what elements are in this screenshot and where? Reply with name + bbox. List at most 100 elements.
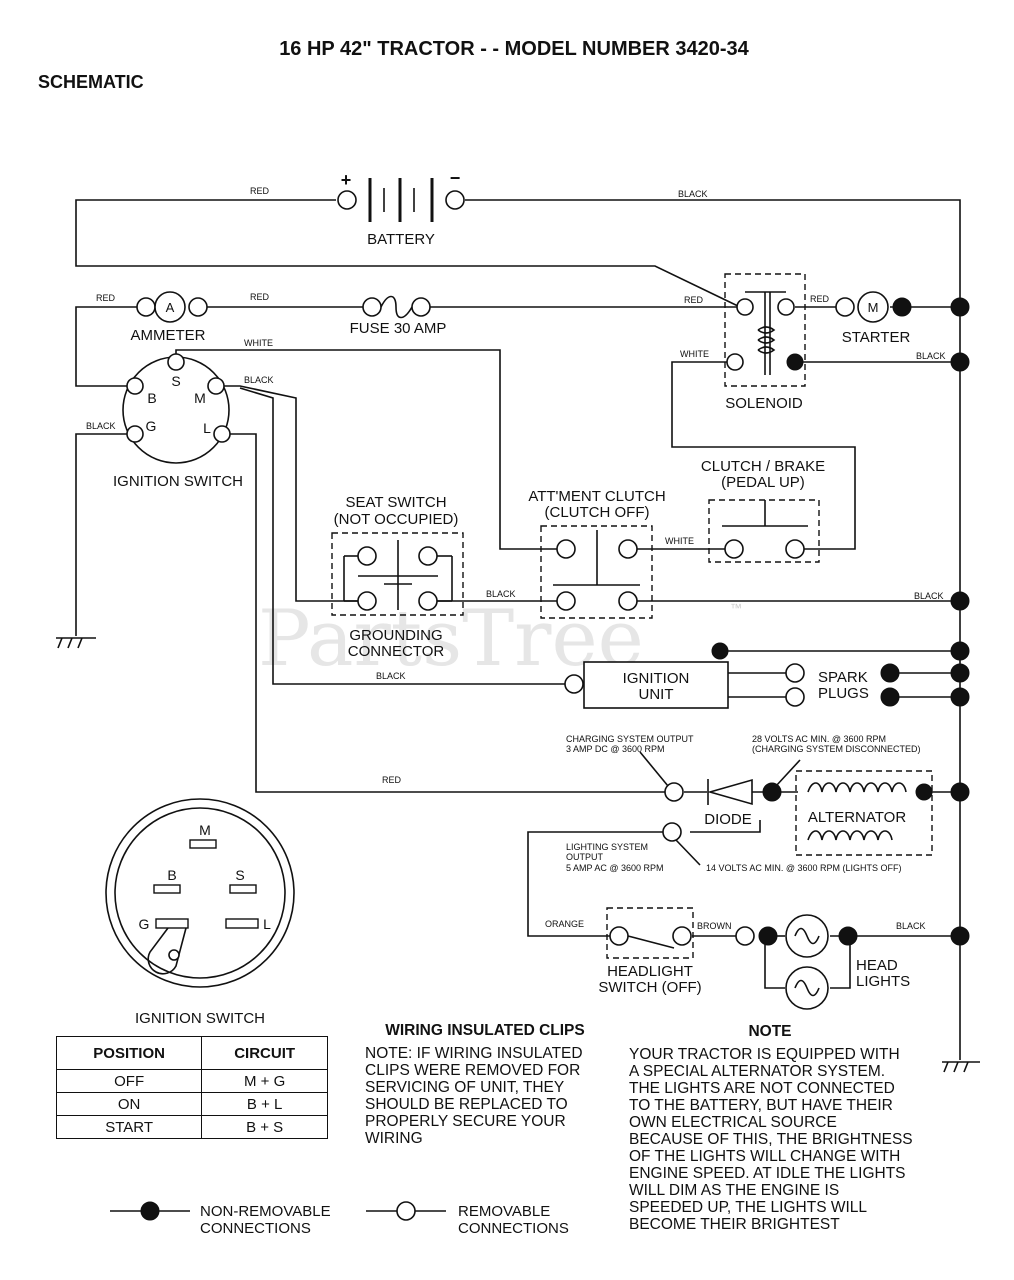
spec-lso-1: LIGHTING SYSTEM bbox=[566, 842, 648, 852]
table-cell: B + S bbox=[201, 1115, 328, 1139]
ignition-unit-label-1: IGNITION bbox=[623, 670, 690, 687]
face-terminal-m: M bbox=[199, 822, 211, 838]
legend-open-dot-icon bbox=[396, 1201, 416, 1221]
ignition-switch: S B M G L IGNITION SWITCH bbox=[113, 353, 243, 490]
table-cell: OFF bbox=[55, 1069, 203, 1093]
wire-label-brown: BROWN bbox=[697, 921, 732, 931]
head-lights-label-1: HEAD bbox=[856, 957, 898, 974]
wire-label-orange: ORANGE bbox=[545, 919, 584, 929]
spec-volts14: 14 VOLTS AC MIN. @ 3600 RPM (LIGHTS OFF) bbox=[706, 863, 902, 873]
terminal-m: M bbox=[194, 390, 206, 406]
spec-volts-1: 28 VOLTS AC MIN. @ 3600 RPM bbox=[752, 734, 886, 744]
table-row: START B + S bbox=[55, 1115, 328, 1139]
table-cell: M + G bbox=[201, 1069, 328, 1093]
wire-label-black: BLACK bbox=[896, 921, 926, 931]
wire-label-red: RED bbox=[684, 295, 704, 305]
table-header-row: POSITION CIRCUIT bbox=[55, 1036, 328, 1070]
spec-lso-2: OUTPUT bbox=[566, 852, 604, 862]
grounding-label-2: CONNECTOR bbox=[348, 643, 445, 660]
wire-label-red: RED bbox=[250, 186, 270, 196]
legend: NON-REMOVABLE CONNECTIONS REMOVABLE CONN… bbox=[110, 1201, 569, 1237]
fuse: FUSE 30 AMP bbox=[350, 295, 446, 337]
head-lights-label-2: LIGHTS bbox=[856, 973, 910, 990]
note-text: YOUR TRACTOR IS EQUIPPED WITH A SPECIAL … bbox=[629, 1046, 913, 1233]
head-lights: HEAD LIGHTS bbox=[735, 914, 910, 1010]
ignition-unit-label-2: UNIT bbox=[639, 686, 674, 703]
charging-specs: CHARGING SYSTEM OUTPUT 3 AMP DC @ 3600 R… bbox=[566, 734, 921, 873]
clutch-brake-switch: CLUTCH / BRAKE (PEDAL UP) bbox=[701, 458, 825, 563]
wire-label-red: RED bbox=[810, 294, 830, 304]
wires bbox=[75, 199, 961, 1060]
wire-label-black: BLACK bbox=[916, 351, 946, 361]
table-cell: B + L bbox=[201, 1092, 328, 1116]
wire-label-black: BLACK bbox=[376, 671, 406, 681]
ammeter-label: AMMETER bbox=[131, 327, 206, 344]
watermark-trademark: ™ bbox=[730, 601, 742, 615]
ignition-switch-face-title: IGNITION SWITCH bbox=[135, 1010, 265, 1027]
alternator-label: ALTERNATOR bbox=[808, 809, 907, 826]
battery-plus: + bbox=[341, 170, 352, 190]
wire-label-red: RED bbox=[382, 775, 402, 785]
seat-switch-label-1: SEAT SWITCH bbox=[345, 494, 446, 511]
page-subtitle: SCHEMATIC bbox=[38, 72, 144, 92]
spark-plugs: SPARK PLUGS bbox=[785, 663, 900, 707]
grounding-label-1: GROUNDING bbox=[349, 627, 442, 644]
wire-label-black: BLACK bbox=[486, 589, 516, 599]
spark-plugs-label-1: SPARK bbox=[818, 669, 868, 686]
spec-lso-3: 5 AMP AC @ 3600 RPM bbox=[566, 863, 664, 873]
table-row: OFF M + G bbox=[55, 1069, 328, 1093]
solenoid: SOLENOID bbox=[724, 273, 806, 412]
clutch-brake-label-1: CLUTCH / BRAKE bbox=[701, 458, 825, 475]
diode: DIODE bbox=[664, 778, 782, 828]
note-heading: NOTE bbox=[748, 1023, 791, 1040]
watermark: PartsTree bbox=[258, 594, 644, 684]
attachment-clutch-switch: ATT'MENT CLUTCH (CLUTCH OFF) bbox=[528, 488, 666, 619]
alternator: ALTERNATOR bbox=[662, 770, 933, 856]
ammeter-symbol: A bbox=[166, 300, 175, 315]
wire-label-black: BLACK bbox=[678, 189, 708, 199]
legend-non-removable-2: CONNECTIONS bbox=[200, 1220, 311, 1237]
legend-removable-1: REMOVABLE bbox=[458, 1203, 550, 1220]
table-cell: ON bbox=[55, 1092, 203, 1116]
battery: + − BATTERY bbox=[337, 168, 465, 248]
battery-minus: − bbox=[450, 168, 461, 188]
ground-symbol-left bbox=[56, 637, 96, 649]
face-terminal-l: L bbox=[263, 916, 271, 932]
attment-clutch-label-1: ATT'MENT CLUTCH bbox=[528, 488, 665, 505]
face-terminal-g: G bbox=[139, 916, 150, 932]
headlight-switch-label-1: HEADLIGHT bbox=[607, 963, 693, 980]
legend-non-removable-1: NON-REMOVABLE bbox=[200, 1203, 331, 1220]
wire-label-black: BLACK bbox=[914, 591, 944, 601]
ground-rail-connections bbox=[950, 297, 970, 946]
ignition-switch-label: IGNITION SWITCH bbox=[113, 473, 243, 490]
face-terminal-b: B bbox=[167, 867, 176, 883]
solenoid-label: SOLENOID bbox=[725, 395, 803, 412]
clips-note-heading: WIRING INSULATED CLIPS bbox=[385, 1022, 585, 1039]
ground-symbol-right bbox=[942, 1061, 980, 1073]
wire-label-black: BLACK bbox=[244, 375, 274, 385]
seat-switch-label-2: (NOT OCCUPIED) bbox=[334, 511, 459, 528]
table-header-position: POSITION bbox=[55, 1036, 203, 1070]
table-row: ON B + L bbox=[55, 1092, 328, 1116]
spec-volts-2: (CHARGING SYSTEM DISCONNECTED) bbox=[752, 744, 921, 754]
ignition-position-table: POSITION CIRCUIT OFF M + G ON B + L STAR… bbox=[55, 1036, 328, 1139]
headlight-switch-label-2: SWITCH (OFF) bbox=[598, 979, 701, 996]
terminal-l: L bbox=[203, 420, 211, 436]
terminal-b: B bbox=[147, 390, 156, 406]
table-header-circuit: CIRCUIT bbox=[201, 1036, 328, 1070]
battery-label: BATTERY bbox=[367, 231, 435, 248]
page-title: 16 HP 42" TRACTOR - - MODEL NUMBER 3420-… bbox=[279, 38, 749, 60]
wire-label-white: WHITE bbox=[244, 338, 273, 348]
legend-removable-2: CONNECTIONS bbox=[458, 1220, 569, 1237]
starter-symbol: M bbox=[868, 300, 879, 315]
clutch-brake-label-2: (PEDAL UP) bbox=[721, 474, 805, 491]
ignition-unit: IGNITION UNIT bbox=[564, 642, 729, 709]
wire-label-red: RED bbox=[250, 292, 270, 302]
diode-label: DIODE bbox=[704, 811, 752, 828]
face-terminal-s: S bbox=[235, 867, 244, 883]
wire-label-white: WHITE bbox=[680, 349, 709, 359]
headlight-switch: HEADLIGHT SWITCH (OFF) bbox=[598, 907, 702, 996]
terminal-g: G bbox=[146, 418, 157, 434]
attment-clutch-label-2: (CLUTCH OFF) bbox=[545, 504, 650, 521]
